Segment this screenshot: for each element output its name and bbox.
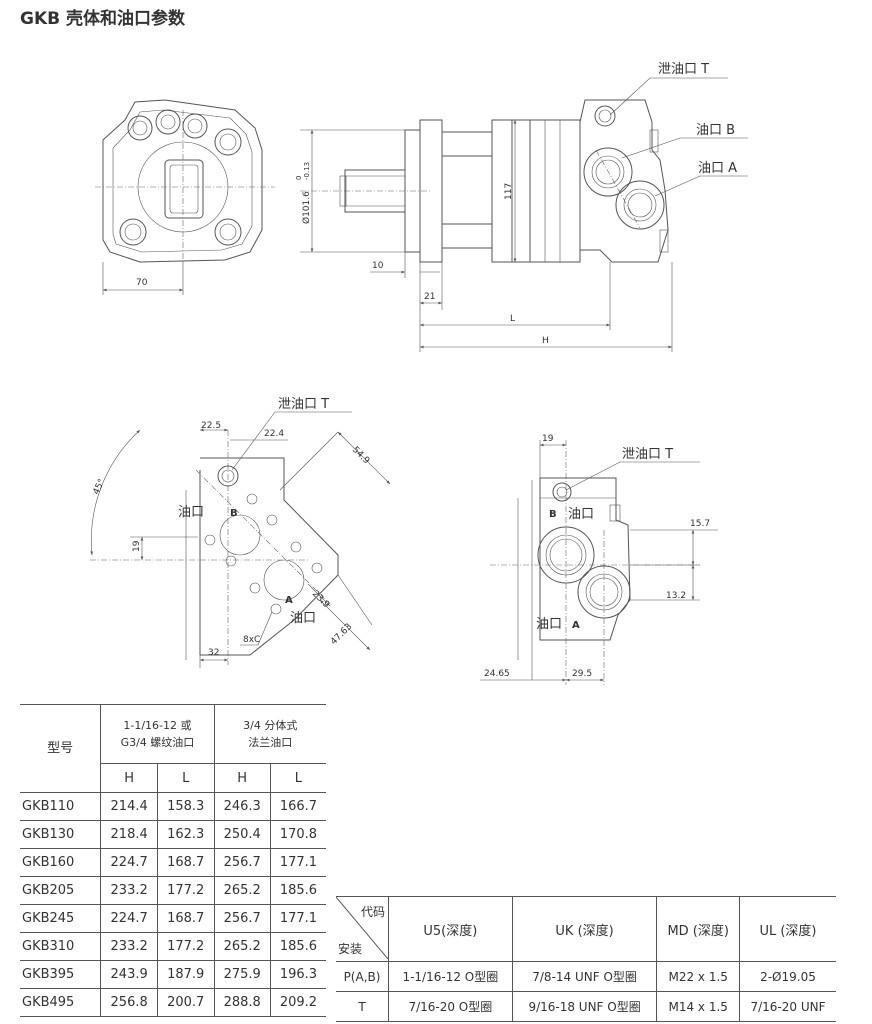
label-port-b: 油口 B xyxy=(696,123,735,138)
dim-21: 21 xyxy=(424,292,435,302)
dim-8xc: 8xC xyxy=(243,635,260,645)
label-port-a-3: 油口 xyxy=(536,617,562,632)
sub-header: H xyxy=(100,763,158,793)
dim-shaft: Ø101.6 xyxy=(301,191,312,224)
port-face-view-rotated: 45° 22.5 22.4 54.9 19 23.9 47.63 32 8xC … xyxy=(90,397,391,668)
corner-top: 代码 xyxy=(360,905,385,919)
dim-tol-dn: -0.13 xyxy=(303,162,311,180)
col-header: MD (深度) xyxy=(656,896,740,962)
dim-54-9: 54.9 xyxy=(350,445,371,466)
label-b-3: B xyxy=(549,509,557,520)
corner-header: 代码 安装 xyxy=(336,896,389,962)
dim-22-4: 22.4 xyxy=(264,429,284,439)
col-header: UL (深度) xyxy=(738,896,836,962)
label-b-2: B xyxy=(230,508,238,519)
dim-13-2: 13.2 xyxy=(666,591,686,601)
corner-bottom: 安装 xyxy=(338,942,363,956)
dim-117: 117 xyxy=(504,183,514,200)
dim-H: H xyxy=(542,336,549,346)
technical-drawing: 70 泄油口 T 油口 B 油口 A Ø101.6 0 -0 xyxy=(90,62,748,685)
label-port-b-3: 油口 xyxy=(568,507,594,522)
side-view: 泄油口 T 油口 B 油口 A Ø101.6 0 -0.13 117 10 21… xyxy=(295,62,748,352)
dim-32: 32 xyxy=(208,648,219,658)
sub-header: L xyxy=(269,763,326,793)
label-drain-t-3: 泄油口 T xyxy=(622,447,673,462)
label-port-a-2: 油口 xyxy=(290,611,316,626)
dim-22-5: 22.5 xyxy=(201,421,221,431)
label-port-a: 油口 A xyxy=(698,161,737,176)
dim-24-65: 24.65 xyxy=(484,669,510,679)
dim-19: 19 xyxy=(132,540,142,552)
col-header: U5(深度) xyxy=(388,896,513,962)
label-a-2: A xyxy=(285,595,293,606)
dim-19-b: 19 xyxy=(542,434,554,444)
label-drain-t: 泄油口 T xyxy=(658,62,709,77)
label-port-b-2: 油口 xyxy=(178,505,204,520)
dim-10: 10 xyxy=(372,261,384,271)
model-header: 型号 xyxy=(20,704,102,793)
dim-L: L xyxy=(510,314,515,324)
port-face-view: 泄油口 T 油口 B 油口 A 19 15.7 13.2 24.65 29.5 xyxy=(480,434,718,685)
label-drain-t-2: 泄油口 T xyxy=(278,397,329,412)
dim-47-63: 47.63 xyxy=(329,622,354,647)
front-view: 70 xyxy=(95,99,275,295)
dim-70: 70 xyxy=(136,278,148,288)
dim-tol-up: 0 xyxy=(295,176,303,180)
dim-45-deg: 45° xyxy=(92,478,108,497)
dim-29-5: 29.5 xyxy=(572,669,592,679)
col-header: UK (深度) xyxy=(511,896,658,962)
page-title: GKB 壳体和油口参数 xyxy=(20,9,186,29)
group2-header: 3/4 分体式法兰油口 xyxy=(213,704,326,764)
port-code-table: 代码 安装 U5(深度) UK (深度) MD (深度) UL (深度) P(A… xyxy=(336,896,836,1022)
label-a-3: A xyxy=(572,620,580,631)
sub-header: H xyxy=(213,763,271,793)
sub-header: L xyxy=(156,763,215,793)
dim-15-7: 15.7 xyxy=(690,519,710,529)
